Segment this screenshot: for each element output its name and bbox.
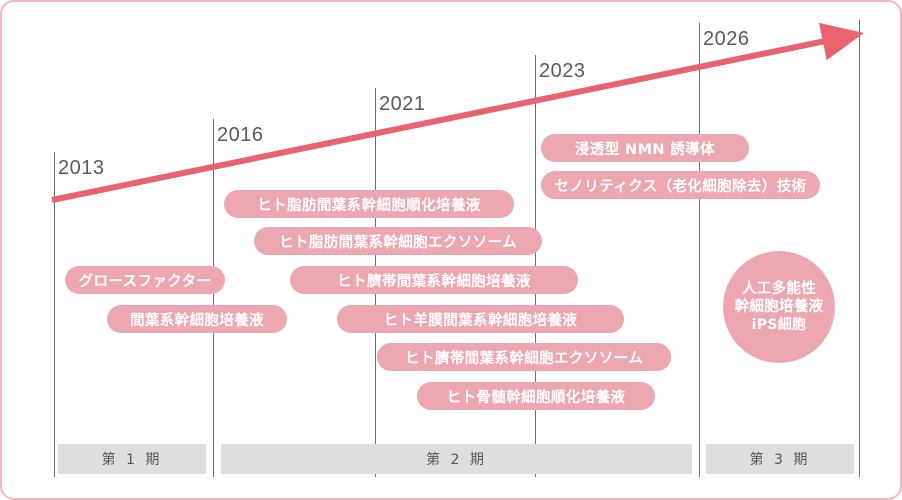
phase-bar: 第 1 期 (58, 444, 206, 474)
phase-label: 第 2 期 (426, 452, 487, 468)
ips-line-1: 人工多能性 (742, 280, 816, 297)
growth-arrow-head (819, 22, 864, 61)
technology-pill[interactable]: 浸透型 NMN 誘導体 (541, 134, 749, 162)
phase-bar: 第 3 期 (706, 444, 854, 474)
technology-pill[interactable]: 間葉系幹細胞培養液 (107, 305, 287, 333)
year-label: 2016 (217, 124, 264, 146)
year-label: 2023 (539, 60, 586, 82)
year-rule (699, 23, 700, 477)
phase-label: 第 3 期 (749, 452, 811, 468)
technology-pill[interactable]: セノリティクス（老化細胞除去）技術 (541, 171, 820, 199)
year-label: 2026 (703, 28, 750, 50)
year-label: 2013 (58, 157, 105, 179)
year-label: 2021 (379, 93, 426, 115)
technology-pill[interactable]: ヒト骨髄幹細胞順化培養液 (417, 382, 655, 410)
technology-pill[interactable]: ヒト臍帯間葉系幹細胞培養液 (290, 266, 578, 294)
technology-pill[interactable]: ヒト臍帯間葉系幹細胞エクソソーム (377, 343, 671, 371)
ips-line-2: 幹細胞培養液 (734, 299, 824, 316)
ips-cell-highlight: 人工多能性 幹細胞培養液 iPS細胞 (723, 251, 835, 363)
timeline-end-rule (859, 20, 860, 477)
year-rule (54, 152, 55, 477)
year-rule (213, 119, 214, 477)
technology-pill[interactable]: ヒト羊膜間葉系幹細胞培養液 (337, 305, 624, 333)
technology-pill[interactable]: グロースファクター (65, 266, 225, 294)
ips-line-3: iPS細胞 (751, 316, 807, 333)
phase-label: 第 1 期 (101, 452, 163, 468)
technology-pill[interactable]: ヒト脂肪間葉系幹細胞エクソソーム (254, 227, 542, 255)
technology-pill[interactable]: ヒト脂肪間葉系幹細胞順化培養液 (224, 190, 514, 218)
phase-bar: 第 2 期 (221, 444, 692, 474)
